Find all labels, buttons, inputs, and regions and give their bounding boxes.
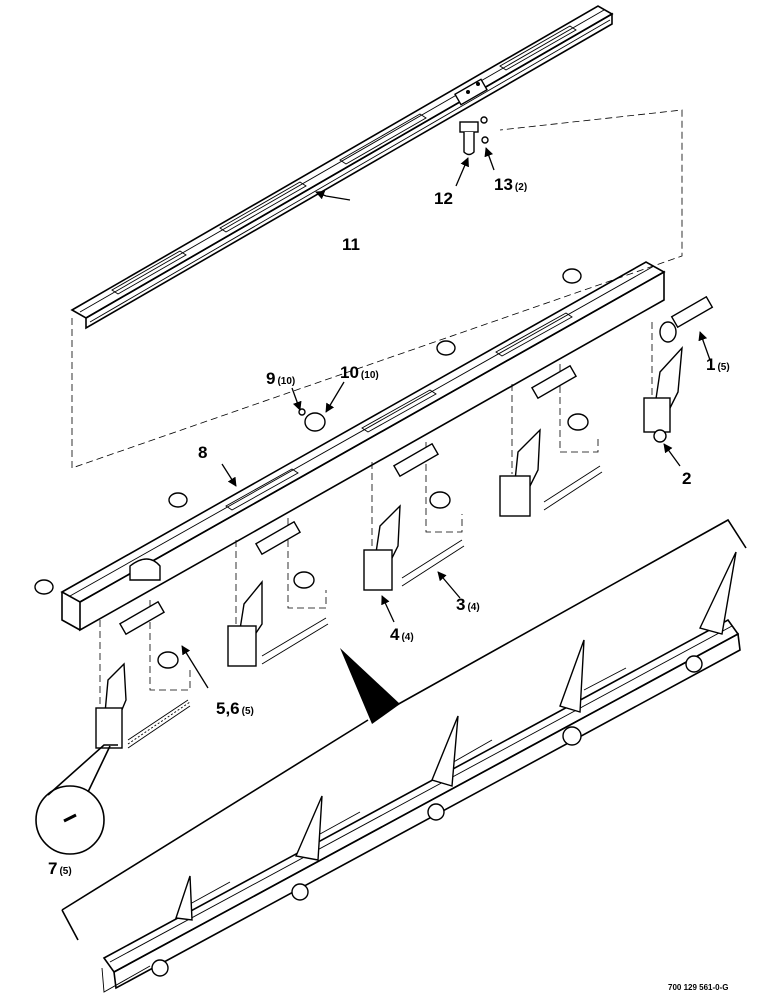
callout-13: 13(2) xyxy=(494,175,527,194)
callout-10: 10(10) xyxy=(340,363,379,382)
slide-block-part xyxy=(459,116,489,156)
beam-rollers xyxy=(34,268,582,595)
callout-7: 7(5) xyxy=(48,859,72,878)
callout-9: 9(10) xyxy=(266,369,295,388)
enlarged-view-pointer xyxy=(61,518,747,941)
callout-8: 8 xyxy=(198,443,207,462)
finger-assembly-2 xyxy=(227,518,329,667)
top-slide-rail xyxy=(70,5,614,330)
callout-1: 1(5) xyxy=(706,355,730,374)
finger-assembly-3 xyxy=(363,442,465,591)
assembled-enlarged-view xyxy=(101,551,741,993)
callout-11: 11 xyxy=(342,235,360,254)
callout-12: 12 xyxy=(434,189,453,208)
callout-4: 4(4) xyxy=(390,625,414,644)
main-beam xyxy=(60,261,666,632)
finger-assembly-1 xyxy=(95,600,191,749)
finger-assembly-4 xyxy=(499,364,603,517)
callout-labels: 11 12 13(2) 9(10) 10(10) 8 1(5) 2 3(4) 4… xyxy=(48,175,730,992)
callout-3: 3(4) xyxy=(456,595,480,614)
callout-2: 2 xyxy=(682,469,691,488)
assembly-phantom-box xyxy=(71,109,683,469)
callout-5-6: 5,6(5) xyxy=(216,699,254,718)
finger-assembly-5 xyxy=(643,295,714,443)
pin-detail-circle xyxy=(35,744,118,855)
leader-lines xyxy=(181,147,711,689)
drawing-reference-code: 700 129 561-0-G xyxy=(668,983,729,992)
